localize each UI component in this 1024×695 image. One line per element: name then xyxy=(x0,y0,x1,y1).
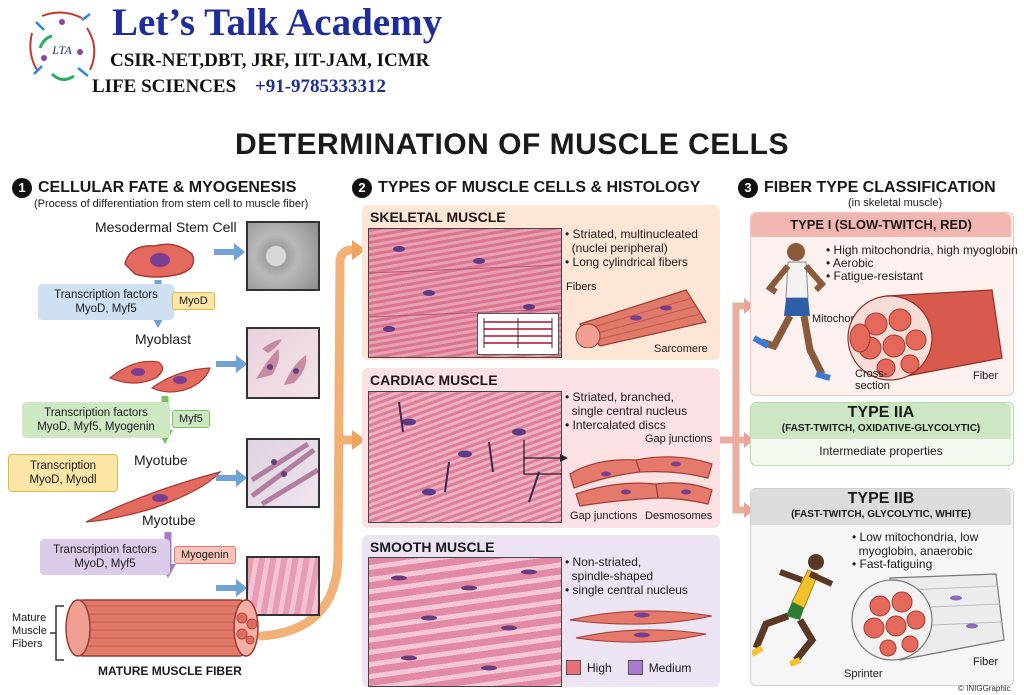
skeletal-micrograph xyxy=(368,228,562,358)
type2a-title: TYPE IIA xyxy=(847,404,915,421)
section3-heading: 3 FIBER TYPE CLASSIFICATION xyxy=(738,178,996,198)
mature-fiber-illustration xyxy=(65,599,259,657)
myotube-illustration xyxy=(85,470,222,523)
credit-text: © INIGGraphic xyxy=(958,684,1011,693)
fiber-arrow xyxy=(216,579,247,597)
stage-myotube-label-2: Myotube xyxy=(142,512,196,528)
cardiac-title: CARDIAC MUSCLE xyxy=(370,372,498,388)
skeletal-title: SKELETAL MUSCLE xyxy=(370,209,506,225)
myotube-micrograph xyxy=(246,438,320,508)
section3-number: 3 xyxy=(738,178,758,198)
cardiac-bullet-2: • Intercalated discs xyxy=(565,418,666,432)
section3-subheading: (in skeletal muscle) xyxy=(848,197,943,209)
brand-contact: LIFE SCIENCES +91-9785333312 xyxy=(92,76,386,98)
cardiac-label-desmosomes: Desmosomes xyxy=(645,510,713,522)
sprinter-illustration xyxy=(752,554,834,667)
section1-heading-text: CELLULAR FATE & MYOGENESIS xyxy=(38,179,297,196)
section1-number: 1 xyxy=(12,178,32,198)
type2a-header: TYPE IIA (FAST-TWITCH, OXIDATIVE-GLYCOLY… xyxy=(751,403,1011,439)
smooth-title: SMOOTH MUSCLE xyxy=(370,539,495,555)
cardiac-bullet-1: • Striated, branched, single central nuc… xyxy=(565,390,688,418)
cardiac-cells-illustration xyxy=(569,456,713,507)
type2a-subtitle: (FAST-TWITCH, OXIDATIVE-GLYCOLYTIC) xyxy=(781,423,981,434)
legend-label-medium: Medium xyxy=(648,660,692,675)
type2b-bullet-1: • Low mitochondria, low myoglobin, anaer… xyxy=(852,530,979,558)
svg-text:LTA: LTA xyxy=(51,43,72,57)
sarcomere-inset xyxy=(477,313,559,355)
type2b-label-fiber: Fiber xyxy=(973,656,999,668)
skeletal-label-fibers: Fibers xyxy=(566,281,597,293)
brand-exams: CSIR-NET,DBT, JRF, IIT-JAM, ICMR xyxy=(110,50,430,71)
tag-myod: MyoD xyxy=(172,292,215,310)
skeletal-bullet-2: • Long cylindrical fibers xyxy=(565,255,688,269)
smooth-bullet-2: • single central nucleus xyxy=(565,583,688,597)
smooth-micrograph xyxy=(368,557,562,687)
myoblast-arrow xyxy=(216,355,247,373)
type2b-header: TYPE IIB (FAST-TWITCH, GLYCOLYTIC, WHITE… xyxy=(751,489,1011,525)
skeletal-fiber-illustration xyxy=(575,289,707,348)
legend-swatch-high xyxy=(566,660,581,675)
cardiac-label-gap-2: Gap junctions xyxy=(570,510,638,522)
type2b-title: TYPE IIB xyxy=(847,490,915,507)
type1-label-cross-section: Cross- section xyxy=(855,368,890,392)
type1-fiber-illustration xyxy=(847,289,1003,381)
tf-box-4: Transcription factors MyoD, Myf5 xyxy=(40,539,170,575)
brand-field: LIFE SCIENCES xyxy=(92,76,237,97)
mature-fibers-label: Mature Muscle Fibers xyxy=(12,612,47,650)
brand-title: Let’s Talk Academy xyxy=(112,1,443,44)
type1-bullet-2: • Aerobic xyxy=(826,256,874,270)
smooth-bullet-1: • Non-striated, spindle-shaped xyxy=(565,555,654,583)
stem-arrow xyxy=(214,243,245,261)
section2-heading: 2 TYPES OF MUSCLE CELLS & HISTOLOGY xyxy=(352,178,700,198)
myotube-arrow xyxy=(216,469,247,487)
tag-myf5: Myf5 xyxy=(172,410,210,428)
type2a-description: Intermediate properties xyxy=(819,444,943,458)
smooth-cells-illustration xyxy=(569,610,713,643)
fiber-bracket xyxy=(50,605,64,661)
tf-box-3: Transcription MyoD, Myodl xyxy=(8,454,118,492)
section2-number: 2 xyxy=(352,178,372,198)
page-title: DETERMINATION OF MUSCLE CELLS xyxy=(235,128,789,161)
runner-illustration xyxy=(752,243,831,381)
tf-box-2: Transcription factors MyoD, Myf5, Myogen… xyxy=(22,402,170,438)
type1-bullet-3: • Fatigue-resistant xyxy=(826,269,923,283)
legend: High Medium xyxy=(566,660,691,675)
type1-label-fiber: Fiber xyxy=(973,370,999,382)
section2-heading-text: TYPES OF MUSCLE CELLS & HISTOLOGY xyxy=(378,179,701,196)
type1-bullet-1: • High mitochondria, high myoglobin xyxy=(826,243,1018,257)
academy-logo: LTA xyxy=(22,8,102,88)
mature-fiber-caption: MATURE MUSCLE FIBER xyxy=(98,664,242,678)
cardiac-micrograph xyxy=(368,391,562,523)
type1-title: TYPE I (SLOW-TWITCH, RED) xyxy=(751,213,1011,237)
stage-myoblast-label: Myoblast xyxy=(135,331,192,347)
legend-swatch-medium xyxy=(627,660,643,675)
section1-heading: 1 CELLULAR FATE & MYOGENESIS xyxy=(12,178,296,198)
type2b-fiber-illustration xyxy=(851,573,1005,661)
brand-phone: +91-9785333312 xyxy=(254,76,387,97)
stage-myotube-label-1: Myotube xyxy=(134,452,188,468)
cardiac-zoom-arrow xyxy=(523,440,568,475)
type2b-subtitle: (FAST-TWITCH, GLYCOLYTIC, WHITE) xyxy=(791,509,971,520)
tag-myogenin: Myogenin xyxy=(174,546,236,564)
legend-label-high: High xyxy=(587,660,612,675)
skeletal-bullet-1: • Striated, multinucleated (nuclei perip… xyxy=(565,227,698,255)
stem-cell-micrograph xyxy=(246,221,320,291)
myoblast-illustration xyxy=(108,360,211,393)
skeletal-label-sarcomere: Sarcomere xyxy=(654,343,708,355)
section1-subheading: (Process of differentiation from stem ce… xyxy=(34,198,309,210)
type2b-label-sprinter: Sprinter xyxy=(844,668,883,680)
myoblast-micrograph xyxy=(246,327,320,399)
type2b-bullet-2: • Fast-fatiguing xyxy=(852,557,933,571)
section3-heading-text: FIBER TYPE CLASSIFICATION xyxy=(764,179,996,196)
stage-stem-cell-label: Mesodermal Stem Cell xyxy=(95,219,237,235)
stem-cell-illustration xyxy=(124,243,195,278)
fiber-micrograph xyxy=(246,556,320,616)
tf-box-1: Transcription factors MyoD, Myf5 xyxy=(38,284,174,320)
cardiac-label-gap-1: Gap junctions xyxy=(645,433,713,445)
